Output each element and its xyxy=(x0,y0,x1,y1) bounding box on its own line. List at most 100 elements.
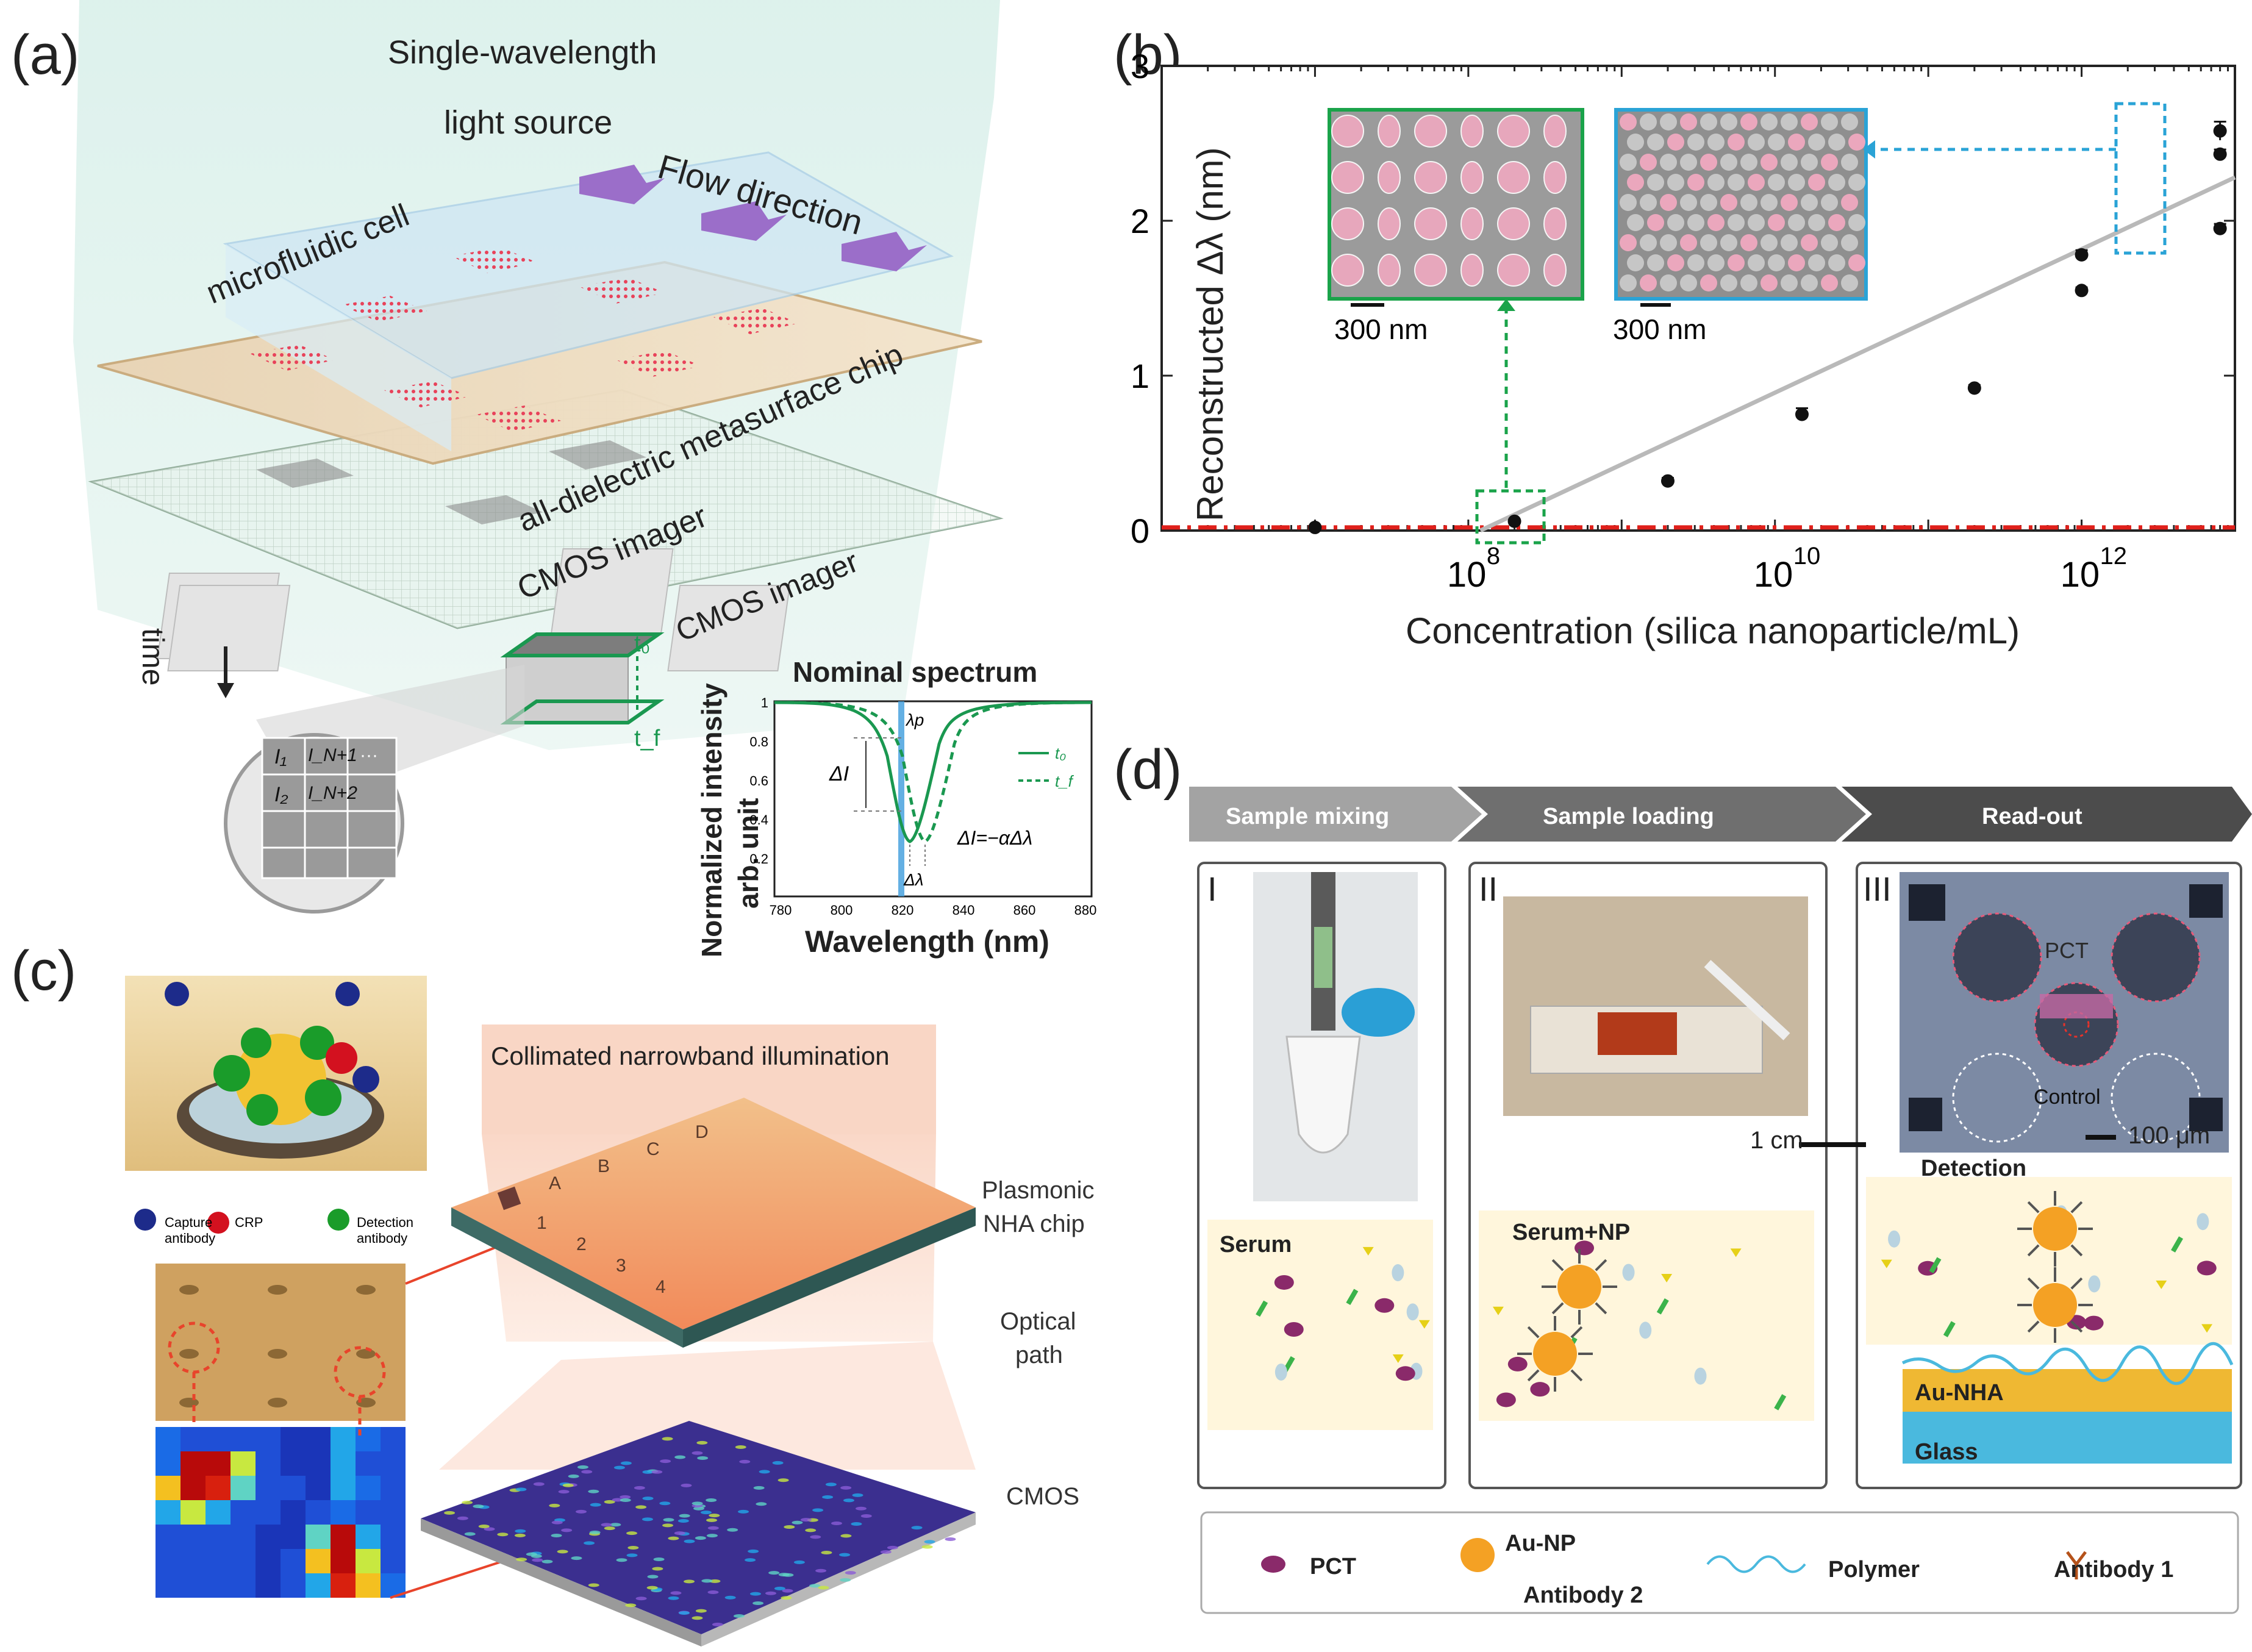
cmos-label: CMOS xyxy=(1006,1483,1079,1510)
b-xtick-label: 10 xyxy=(1447,555,1487,595)
au-nha-label: Au-NHA xyxy=(1915,1380,2004,1406)
panel-label-d: (d) xyxy=(1113,738,1182,801)
legend-capture: Capture xyxy=(165,1215,212,1230)
legend-polymer: Polymer xyxy=(1828,1557,1920,1582)
legend-au-np: Au-NP xyxy=(1505,1531,1576,1556)
pixel-in1: I_N+1 xyxy=(308,745,357,765)
spectrum-curve-t0 xyxy=(774,701,1092,843)
b-xtick-exponent: 8 xyxy=(1487,543,1500,570)
pixel-i2: I₂ xyxy=(274,783,288,806)
panel-c-schematic: Capture antibody CRP Detection antibody … xyxy=(125,976,976,1647)
spectrum-xtick-820: 820 xyxy=(892,903,914,918)
chip-row-number: 4 xyxy=(656,1277,666,1297)
spectrum-plot: 1 0.8 0.6 0.4 0.2 780 800 820 840 860 88… xyxy=(750,695,1097,918)
b-xtick-exponent: 12 xyxy=(2100,543,2128,570)
spectrum-curve-tf xyxy=(774,701,1092,843)
chip-row-number: 3 xyxy=(616,1256,626,1276)
b-data-point xyxy=(1795,407,1809,421)
spectrum-ytick-02: 0.2 xyxy=(750,851,768,867)
panel-label-a: (a) xyxy=(11,24,80,86)
b-xtick-exponent: 10 xyxy=(1793,543,1821,570)
b-data-point xyxy=(1967,381,1981,395)
panel-label-c: (c) xyxy=(11,940,77,1002)
step3-label: Read-out xyxy=(1982,804,2082,829)
spectrum-ylabel: Normalized intensity xyxy=(696,683,727,957)
b-data-point xyxy=(1660,474,1675,488)
panel-d-schematic xyxy=(1189,787,2252,1614)
panel-a-schematic xyxy=(73,0,1004,914)
legend-tf: t_f xyxy=(1055,772,1074,790)
spectrum-xtick-880: 880 xyxy=(1074,903,1097,918)
legend-t0: t₀ xyxy=(1055,744,1066,762)
step-arrow-3 xyxy=(1842,787,2252,842)
b-ytick-label: 1 xyxy=(1131,357,1149,395)
flow-direction-arrows xyxy=(579,165,927,271)
serum-illustration xyxy=(1207,1220,1433,1430)
b-data-point xyxy=(2213,147,2227,161)
delta-lambda-label: Δλ xyxy=(903,870,924,889)
chip-label-2: NHA chip xyxy=(983,1210,1085,1237)
optical-label-2: path xyxy=(1015,1342,1063,1368)
highlighted-frame-stack xyxy=(500,632,665,724)
legend-crp: CRP xyxy=(235,1215,263,1230)
legend-detection-2: antibody xyxy=(357,1231,407,1246)
serum-np-label: Serum+NP xyxy=(1512,1220,1631,1245)
heatmap xyxy=(155,1427,406,1598)
b-data-point xyxy=(1507,514,1521,528)
pct-spot-label: PCT xyxy=(2045,938,2089,963)
step1-label: Sample mixing xyxy=(1226,804,1390,829)
step2-label: Sample loading xyxy=(1543,804,1714,829)
b-xlabel: Concentration (silica nanoparticle/mL) xyxy=(1406,610,2020,651)
roman-i: I xyxy=(1207,870,1217,908)
chip-row-number: 1 xyxy=(537,1213,547,1233)
chip-column-letter: D xyxy=(695,1122,709,1142)
tf-label: t_f xyxy=(634,726,660,751)
glass-label: Glass xyxy=(1915,1439,1978,1465)
spectrum-title: Nominal spectrum xyxy=(793,656,1038,688)
roman-ii: II xyxy=(1479,870,1498,908)
t0-label: t₀ xyxy=(634,631,651,657)
legend-box xyxy=(1200,1511,2239,1614)
b-xtick-label: 10 xyxy=(1754,555,1793,595)
b-ytick-label: 0 xyxy=(1131,512,1149,550)
roman-iii: III xyxy=(1863,870,1892,908)
legend-detection: Detection xyxy=(357,1215,413,1230)
delta-i-label: ΔI xyxy=(829,762,849,785)
legend-antibody1: Antibody 1 xyxy=(2054,1557,2174,1582)
spectrum-xtick-840: 840 xyxy=(953,903,975,918)
legend-pct: PCT xyxy=(1310,1554,1356,1579)
b-ytick-label: 2 xyxy=(1131,202,1149,240)
sem-inset-green xyxy=(1328,108,1584,307)
spectrum-xtick-800: 800 xyxy=(831,903,853,918)
b-fit-line xyxy=(1479,175,2236,533)
b-data-point xyxy=(2213,221,2227,235)
frame-stacks xyxy=(157,548,791,671)
detection-label: Detection xyxy=(1921,1156,2027,1181)
pixel-i1: I₁ xyxy=(274,745,287,768)
b-ylabel: Reconstructed Δλ (nm) xyxy=(1190,147,1231,521)
serum-label: Serum xyxy=(1220,1232,1292,1257)
legend-antibody2: Antibody 2 xyxy=(1523,1582,1643,1608)
spectrum-ytick-04: 0.4 xyxy=(750,812,768,828)
chip-column-letter: C xyxy=(646,1139,660,1159)
spectrum-xlabel: Wavelength (nm) xyxy=(805,924,1049,959)
b-data-point xyxy=(2075,248,2089,262)
b-xtick-label: 10 xyxy=(2061,555,2100,595)
b-ytick-label: 3 xyxy=(1131,47,1149,85)
spectrum-ytick-06: 0.6 xyxy=(750,773,768,788)
illumination-label: Collimated narrowband illumination xyxy=(491,1042,890,1070)
step-arrow-2 xyxy=(1457,787,1866,842)
b-data-point xyxy=(2213,124,2227,138)
relation-label: ΔI=−αΔλ xyxy=(957,827,1032,849)
light-source-label-2: light source xyxy=(444,104,613,141)
light-source-label: Single-wavelength xyxy=(388,34,657,71)
spectrum-ytick-08: 0.8 xyxy=(750,734,768,749)
pixel-in2: I_N+2 xyxy=(308,783,357,803)
sem-inset-blue xyxy=(1614,108,1868,307)
inset-scalebar-1: 300 nm xyxy=(1334,313,1428,345)
control-label: Control xyxy=(2034,1085,2101,1109)
spectrum-ytick-1: 1 xyxy=(761,695,768,710)
spectrum-xtick-860: 860 xyxy=(1013,903,1036,918)
time-label: time xyxy=(136,628,170,686)
